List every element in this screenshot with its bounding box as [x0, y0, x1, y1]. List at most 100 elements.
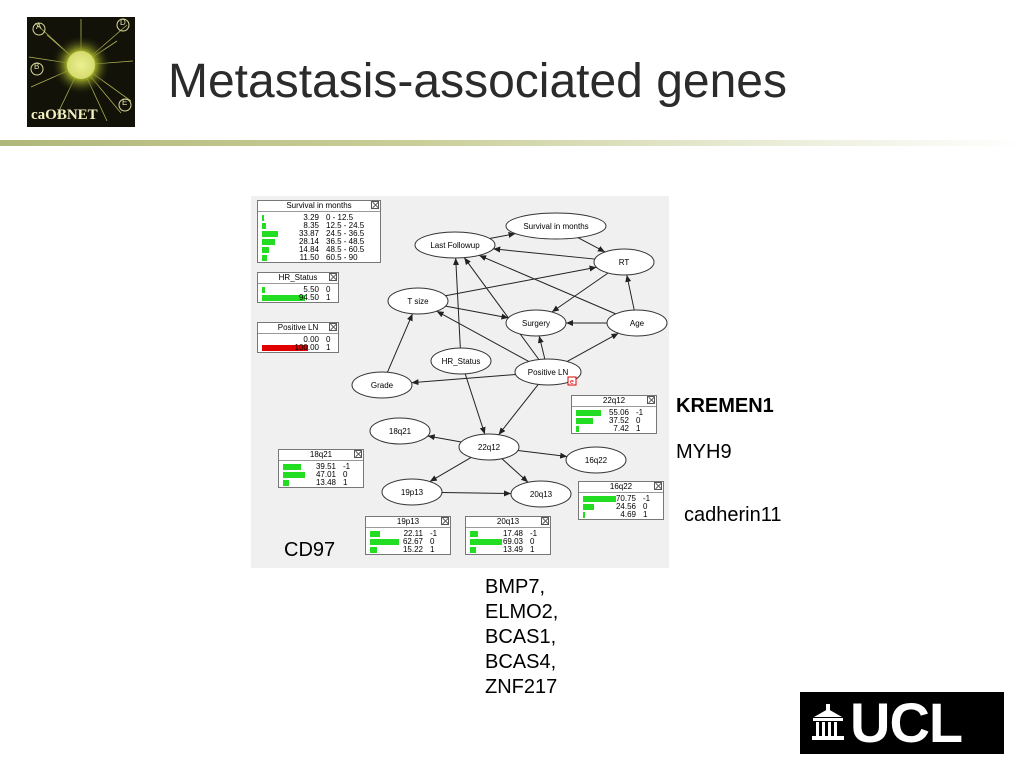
node-ellipse [414, 231, 496, 259]
node-ellipse [381, 478, 443, 506]
edge-positiveln-surgery [537, 335, 546, 360]
node-rt[interactable]: RT [593, 248, 655, 276]
node-age[interactable]: Age [606, 309, 668, 337]
state-label: 24.5 - 36.5 [326, 229, 365, 238]
probability-value: 11.50 [299, 253, 319, 262]
probability-bar [283, 472, 305, 478]
close-icon[interactable] [647, 396, 655, 404]
logo-badge-b: B [34, 62, 40, 71]
close-icon[interactable] [329, 273, 337, 281]
node-survival[interactable]: Survival in months [505, 212, 607, 240]
probability-value: 70.75 [615, 494, 636, 503]
probability-value: 8.35 [303, 221, 319, 230]
node-hrstatus[interactable]: HR_Status [430, 347, 492, 375]
caobnet-emblem-icon [28, 18, 134, 122]
node-n22q12[interactable]: 22q12 [458, 433, 520, 461]
probability-bar [283, 464, 302, 470]
node-label: Last Followup [430, 241, 480, 250]
probability-bar [262, 295, 306, 301]
probability-value: 33.87 [298, 229, 319, 238]
node-ellipse [606, 309, 668, 337]
probability-value: 22.11 [403, 529, 423, 538]
title-divider [0, 140, 1024, 146]
node-n20q13[interactable]: 20q13 [510, 480, 572, 508]
edge-positiveln-tsize [436, 310, 529, 362]
probability-bar [262, 247, 269, 253]
node-ellipse [510, 480, 572, 508]
state-label: 0 - 12.5 [326, 213, 354, 222]
node-surgery[interactable]: Surgery [505, 309, 567, 337]
close-icon[interactable] [441, 517, 449, 525]
probability-value: 55.06 [608, 408, 629, 417]
state-label: 0 [430, 537, 435, 546]
close-icon[interactable] [329, 323, 337, 331]
node-ellipse [505, 212, 607, 240]
state-label: 36.5 - 48.5 [326, 237, 365, 246]
state-label: 0 [326, 335, 331, 344]
evidence-marker-box [567, 376, 577, 386]
probability-bar [370, 547, 377, 553]
probability-value: 37.52 [608, 416, 629, 425]
edge-n22q12-n16q22 [517, 450, 568, 459]
node-grade[interactable]: Grade [351, 371, 413, 399]
probability-row: 55.06 -1 [572, 409, 656, 417]
node-label: Surgery [522, 319, 550, 328]
node-ellipse [387, 287, 449, 315]
state-label: 0 [636, 416, 641, 425]
node-n18q21[interactable]: 18q21 [369, 417, 431, 445]
state-label: -1 [643, 494, 651, 503]
edge-tsize-surgery [445, 305, 509, 320]
close-icon[interactable] [541, 517, 549, 525]
node-n19p13[interactable]: 19p13 [381, 478, 443, 506]
probability-value: 39.51 [315, 462, 336, 471]
close-icon[interactable] [654, 482, 662, 490]
probability-value: 7.42 [613, 424, 629, 433]
state-label: 1 [643, 510, 648, 519]
probability-row: 37.52 0 [572, 417, 656, 425]
edge-positiveln-grade [411, 374, 516, 386]
state-label: 48.5 - 60.5 [326, 245, 365, 254]
probability-value: 24.56 [615, 502, 636, 511]
probability-bar [583, 512, 586, 518]
edge-hrstatus-n22q12 [464, 373, 486, 435]
edge-rt-lastfollowup [493, 246, 595, 260]
node-n16q22[interactable]: 16q22 [565, 446, 627, 474]
state-label: -1 [636, 408, 644, 417]
node-lastfollowup[interactable]: Last Followup [414, 231, 496, 259]
close-icon[interactable] [371, 201, 379, 209]
state-label: 60.5 - 90 [326, 253, 358, 262]
logo-text: caOBNET [31, 107, 98, 123]
probability-value: 28.14 [298, 237, 319, 246]
probability-bar [370, 539, 399, 545]
evidence-marker: e [570, 379, 574, 386]
state-label: 1 [343, 478, 348, 487]
panel-title: 19p13 [396, 517, 420, 526]
edge-n22q12-n18q21 [427, 434, 462, 443]
gene-cadherin11: cadherin11 [684, 504, 782, 526]
probability-bar [283, 480, 290, 486]
node-label: HR_Status [442, 357, 481, 366]
probability-bar [262, 223, 266, 229]
node-positiveln[interactable]: Positive LN [514, 358, 582, 386]
probability-bar [262, 287, 265, 293]
close-icon[interactable] [354, 450, 362, 458]
gene-list: BMP7, ELMO2, BCAS1, BCAS4, ZNF217 [485, 575, 558, 700]
edge-hrstatus-lastfollowup [453, 257, 461, 349]
node-tsize[interactable]: T size [387, 287, 449, 315]
